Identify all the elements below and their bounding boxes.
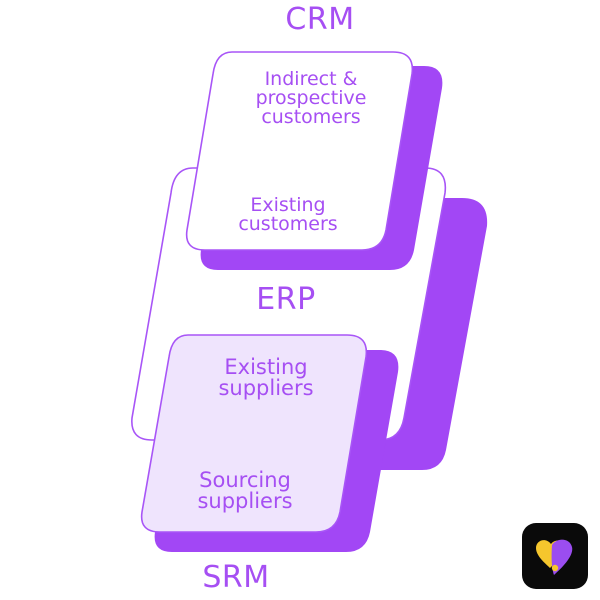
srm-top-text: Existing suppliers — [191, 357, 341, 399]
srm-bottom-text: Sourcing suppliers — [170, 470, 320, 512]
crm-bottom-line-2: customers — [238, 213, 338, 235]
srm-bottom-line-1: Sourcing — [199, 468, 291, 492]
srm-top-line-2: suppliers — [218, 376, 314, 400]
crm-card-face — [185, 51, 414, 251]
crm-top-line-3: customers — [261, 106, 361, 128]
logo-tag-hole — [551, 564, 559, 572]
srm-card — [140, 334, 399, 552]
srm-top-line-1: Existing — [224, 355, 308, 379]
erp-title: ERP — [256, 282, 316, 317]
heart-tag-logo-icon — [522, 523, 588, 589]
srm-title: SRM — [202, 560, 270, 595]
crm-card — [185, 51, 443, 270]
srm-bottom-line-2: suppliers — [197, 489, 293, 513]
srm-card-face — [140, 334, 368, 533]
crm-top-line-2: prospective — [255, 87, 367, 109]
crm-title: CRM — [285, 2, 355, 37]
crm-bottom-line-1: Existing — [250, 194, 326, 216]
crm-bottom-text: Existing customers — [213, 196, 363, 234]
crm-top-text: Indirect & prospective customers — [236, 70, 386, 127]
crm-top-line-1: Indirect & — [264, 68, 358, 90]
